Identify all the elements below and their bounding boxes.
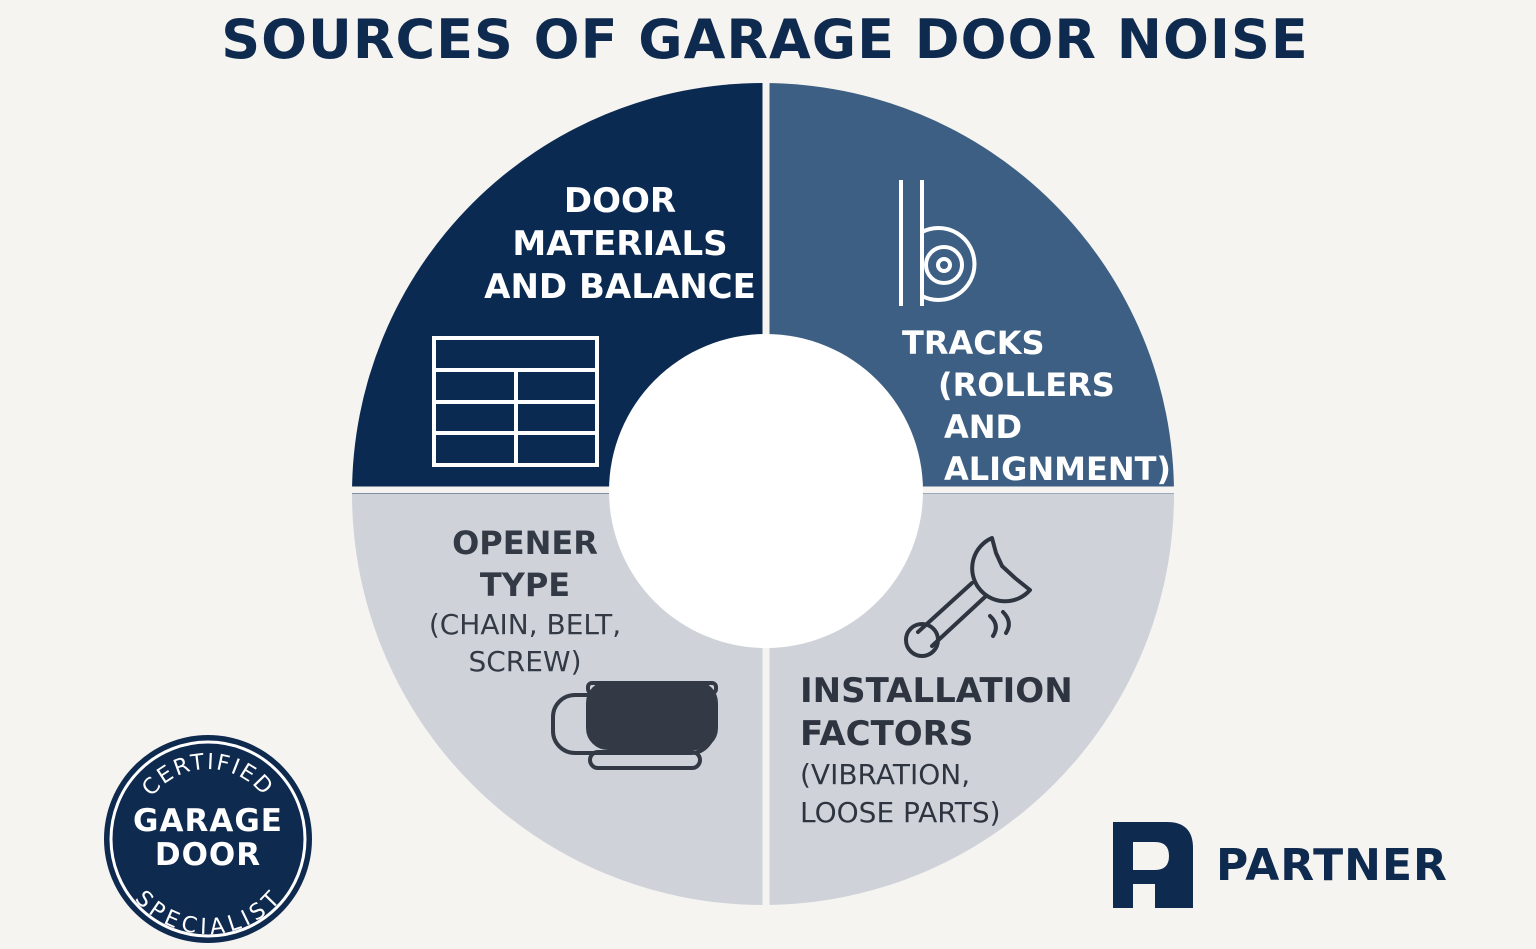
- garage-door-panel-icon: [432, 336, 599, 467]
- partner-label: PARTNER: [1216, 840, 1448, 891]
- install-sub-2: LOOSE PARTS): [800, 796, 1001, 829]
- install-title-2: FACTORS: [800, 714, 974, 754]
- opener-motor-icon: [551, 681, 718, 770]
- tracks-line-2: (ROLLERS: [938, 366, 1115, 404]
- track-roller-icon: [899, 180, 977, 306]
- center-hole: [609, 334, 923, 648]
- door-line-3: AND BALANCE: [484, 267, 756, 307]
- opener-title-1: OPENER: [452, 524, 598, 562]
- opener-sub-2: SCREW): [468, 645, 582, 678]
- door-line-1: DOOR: [563, 181, 677, 221]
- noise-sources-diagram: [352, 83, 1174, 905]
- tracks-line-3: AND: [944, 408, 1023, 446]
- wrench-icon: [904, 536, 1032, 658]
- badge-seal-icon: CERTIFIED SPECIALIST: [104, 735, 312, 943]
- install-title-1: INSTALLATION: [800, 671, 1073, 711]
- label-opener-type: OPENER TYPE (CHAIN, BELT, SCREW): [400, 522, 650, 680]
- page-title: SOURCES OF GARAGE DOOR NOISE: [221, 8, 1309, 71]
- partner-logo: PARTNER: [1113, 822, 1473, 908]
- tracks-line-4: ALIGNMENT): [944, 450, 1172, 488]
- opener-sub-1: (CHAIN, BELT,: [428, 608, 622, 641]
- badge-word-garage: GARAGE: [133, 803, 283, 839]
- certified-specialist-badge: CERTIFIED SPECIALIST GARAGE DOOR: [102, 733, 314, 945]
- label-door-materials: DOOR MATERIALS AND BALANCE: [470, 180, 770, 309]
- partner-p-icon: [1113, 822, 1193, 908]
- badge-word-door: DOOR: [154, 837, 262, 873]
- install-sub-1: (VIBRATION,: [800, 758, 971, 791]
- label-installation-factors: INSTALLATION FACTORS (VIBRATION, LOOSE P…: [800, 670, 1073, 832]
- label-tracks: TRACKS (ROLLERS AND ALIGNMENT): [902, 322, 1171, 490]
- opener-title-2: TYPE: [479, 566, 571, 604]
- tracks-line-1: TRACKS: [902, 324, 1045, 362]
- door-line-2: MATERIALS: [512, 224, 728, 264]
